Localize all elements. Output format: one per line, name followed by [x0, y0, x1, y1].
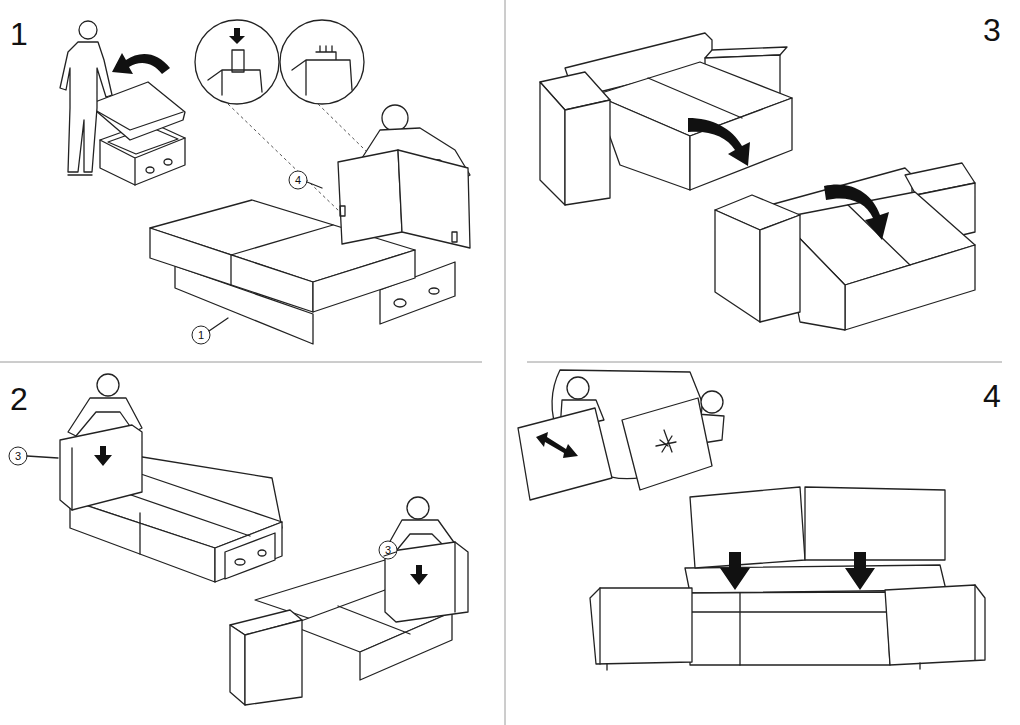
callout-number: 3: [385, 545, 391, 556]
callout-number: 4: [295, 175, 301, 186]
rotate-arrow: [112, 53, 170, 74]
panel-divider: [505, 0, 506, 725]
step-number: 4: [983, 380, 1001, 412]
sofa-unfolding-2: [715, 163, 975, 330]
sofa-armrest-right: [230, 497, 468, 705]
step-number: 1: [10, 18, 28, 50]
step-number: 2: [10, 383, 28, 415]
down-arrow: [410, 565, 428, 585]
panel-divider: [0, 362, 482, 363]
cushion-inset: [518, 370, 724, 500]
unfold-arrow: [688, 118, 750, 166]
down-arrow: [94, 446, 112, 466]
down-arrow: [720, 552, 750, 590]
backrest-and-man: [338, 105, 470, 248]
down-arrow: [845, 552, 875, 590]
unfold-arrow: [824, 184, 889, 240]
sofa-with-cushions: [590, 487, 985, 670]
sofa-unfolding-1: [540, 33, 792, 205]
panel-divider: [527, 362, 1002, 363]
step1-small-figure: [60, 21, 185, 185]
sofa-armrest-left: [60, 374, 282, 582]
callout-circles: [9, 171, 397, 559]
step-number: 3: [983, 14, 1001, 46]
callout-number: 3: [15, 451, 21, 462]
callout-number: 1: [198, 330, 204, 341]
